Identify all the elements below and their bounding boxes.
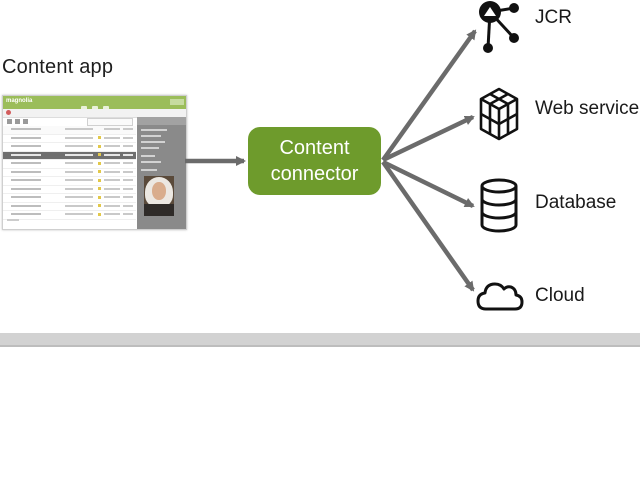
app-table-row <box>3 135 136 143</box>
app-header-action <box>170 99 184 105</box>
app-logo: magnolia <box>6 98 33 104</box>
app-table-row <box>3 143 136 152</box>
content-connector-box: Content connector <box>248 127 381 195</box>
target-label-cloud: Cloud <box>535 285 585 306</box>
app-toolbar <box>3 118 136 126</box>
portrait-thumbnail <box>144 176 174 216</box>
target-label-database: Database <box>535 192 617 213</box>
arrow-to-web-service <box>382 114 475 163</box>
app-table-row <box>3 186 136 194</box>
bottom-divider-band <box>0 333 640 347</box>
database-icon <box>480 178 518 233</box>
web-service-cubes-icon <box>479 87 519 141</box>
arrow-to-cloud <box>381 160 475 292</box>
app-table-row <box>3 194 136 203</box>
app-table-row <box>3 169 136 177</box>
connector-label-line1: Content <box>279 137 350 159</box>
target-label-jcr: JCR <box>535 7 572 28</box>
app-search-box <box>87 118 133 126</box>
app-content-table <box>3 126 136 220</box>
app-tab-bar <box>3 109 186 118</box>
app-table-row <box>3 177 136 186</box>
content-app-label: Content app <box>2 56 114 78</box>
app-table-row <box>3 211 136 220</box>
app-table-header <box>3 126 136 135</box>
arrow-to-database <box>382 159 475 209</box>
connector-label-line2: connector <box>270 163 359 185</box>
cloud-icon <box>476 282 524 311</box>
app-table-row <box>3 203 136 211</box>
app-table-row <box>3 151 136 160</box>
jcr-tree-icon <box>479 1 519 53</box>
arrow-to-jcr <box>381 29 477 162</box>
app-table-row <box>3 160 136 169</box>
target-label-web-service: Web service <box>535 98 640 119</box>
